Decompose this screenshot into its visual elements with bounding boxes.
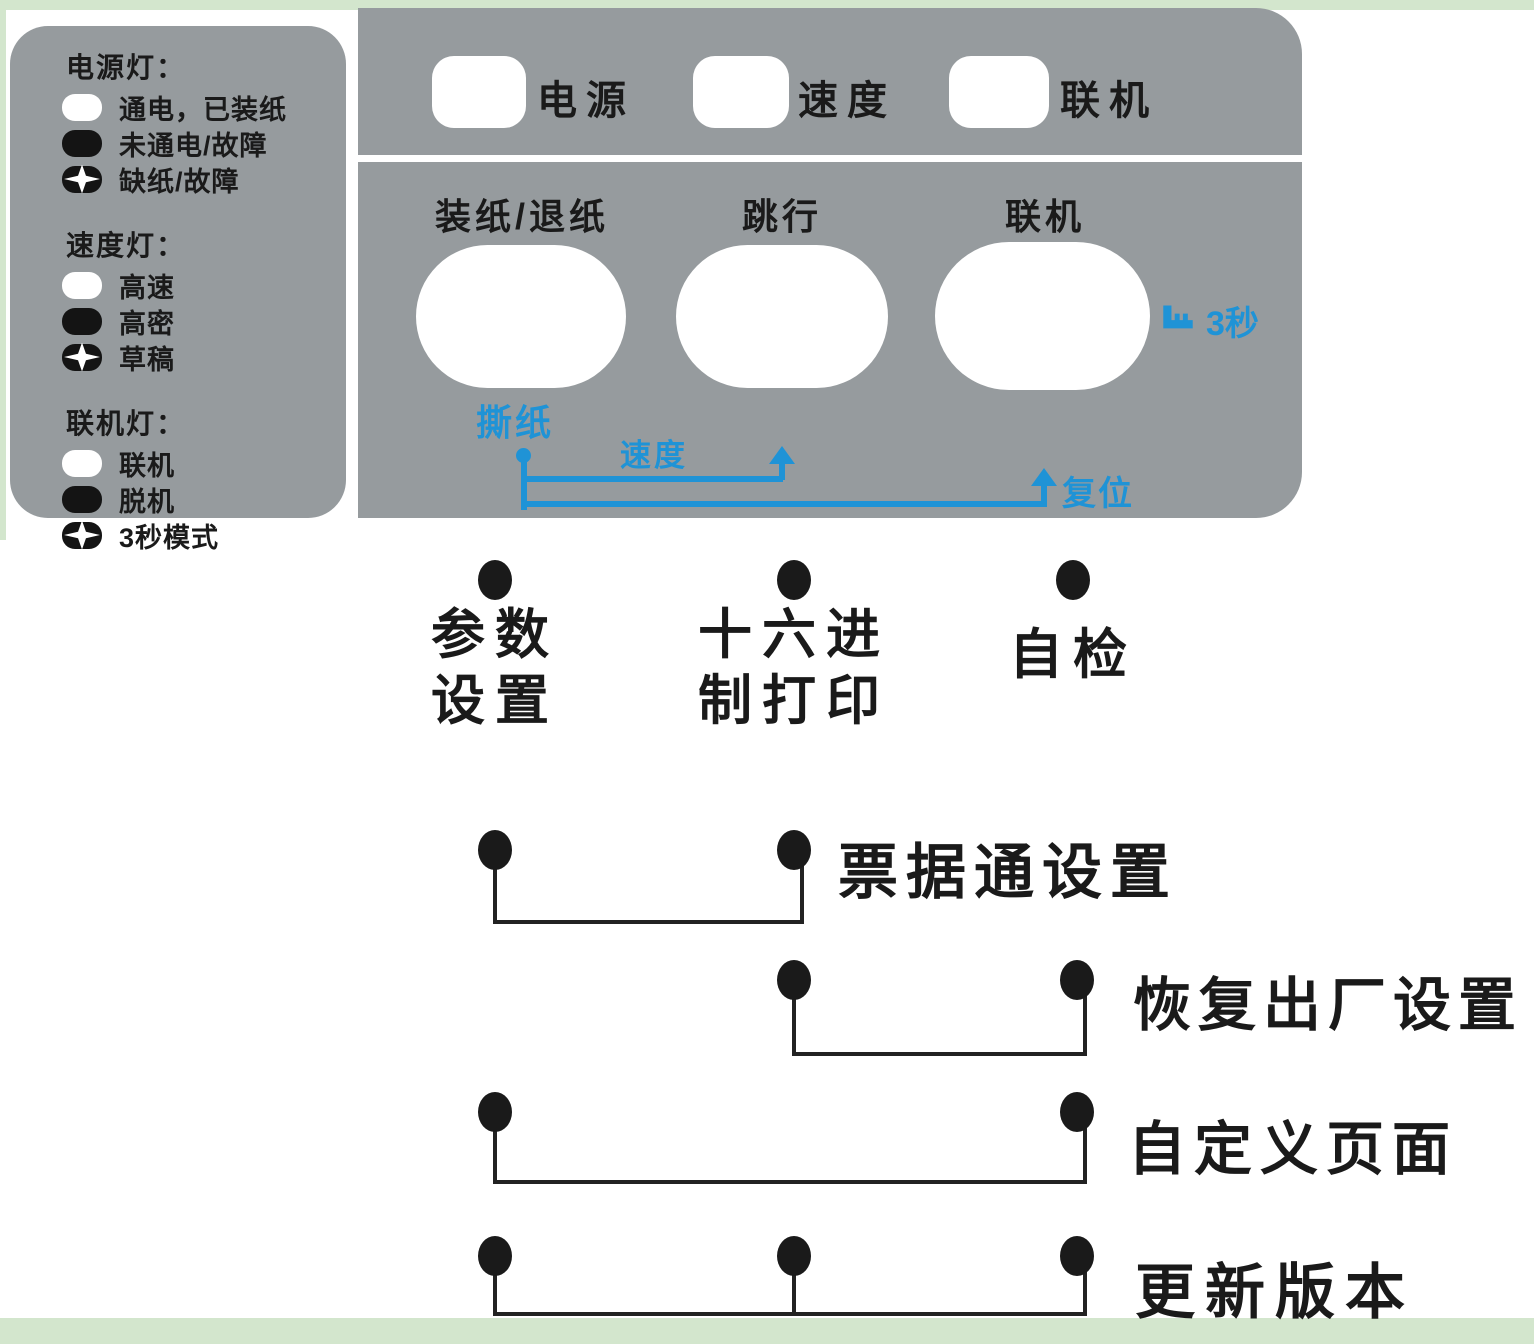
legend-item-label: 高速: [119, 272, 175, 303]
power-light-label: 电源: [537, 79, 635, 123]
combo-bracket: [493, 1256, 1087, 1316]
function-dot: [1060, 960, 1094, 1000]
legend-item-label: 草稿: [119, 344, 175, 375]
combo-bracket: [493, 1112, 1087, 1184]
connector-line: [1041, 484, 1047, 504]
online-light-label: 联机: [1060, 79, 1158, 123]
legend-item: 联机: [62, 448, 346, 481]
led-black-icon: [62, 129, 102, 157]
hold-3s-label: 3秒: [1206, 305, 1259, 343]
combo-label-update-firmware: 更新版本: [1135, 1259, 1415, 1326]
legend-item: 高密: [62, 306, 346, 339]
combo-label-factory-reset: 恢复出厂设置: [1133, 973, 1524, 1038]
led-black-icon: [62, 307, 102, 335]
legend-group-online: 联机灯： 联机 脱机 3秒模式: [10, 402, 346, 553]
speed-light: [693, 56, 789, 128]
legend-title-online: 联机灯：: [66, 408, 187, 439]
legend-item: 缺纸/故障: [62, 164, 346, 197]
panel-divider: [358, 155, 1302, 162]
led-white-icon: [62, 271, 102, 299]
led-blink-icon: [62, 343, 102, 371]
legend-item: 未通电/故障: [62, 128, 346, 161]
function-dot: [478, 830, 512, 870]
connector-line: [779, 460, 785, 480]
combo-bracket: [493, 850, 804, 924]
legend-item-label: 未通电/故障: [119, 130, 268, 161]
legend-title-power: 电源灯：: [66, 52, 187, 83]
led-white-icon: [62, 93, 102, 121]
green-border-top: [0, 0, 1534, 10]
led-blink-icon: [62, 521, 102, 549]
legend-item-label: 3秒模式: [119, 522, 220, 553]
speed-combo-label: 速度: [620, 438, 688, 473]
legend-group-speed: 速度灯： 高速 高密 草稿: [10, 224, 346, 375]
function-dot: [777, 560, 811, 600]
line-feed-button[interactable]: [676, 245, 888, 388]
legend-item: 草稿: [62, 342, 346, 375]
function-label-line: 制打印: [698, 671, 890, 731]
legend-item-label: 高密: [119, 308, 175, 339]
function-dot: [478, 1236, 512, 1276]
combo-bracket: [792, 980, 1087, 1056]
legend-item-label: 脱机: [119, 486, 175, 517]
legend-item-label: 缺纸/故障: [119, 166, 240, 197]
function-label-parameter-setup: 参数 设置: [385, 602, 605, 734]
legend-panel: 电源灯： 通电，已装纸 未通电/故障 缺纸/故障 速度灯： 高速 高密: [10, 26, 346, 553]
legend-item: 脱机: [62, 484, 346, 517]
function-dot: [1060, 1236, 1094, 1276]
legend-item: 3秒模式: [62, 520, 346, 553]
power-light: [432, 56, 526, 128]
legend-group-power: 电源灯： 通电，已装纸 未通电/故障 缺纸/故障: [10, 46, 346, 197]
line-feed-button-label: 跳行: [741, 196, 822, 237]
function-dot: [777, 830, 811, 870]
tear-off-label: 撕纸: [476, 402, 555, 443]
function-label-hex-print: 十六进 制打印: [664, 602, 924, 734]
green-border-bottom: [0, 1318, 1534, 1344]
function-dot: [478, 560, 512, 600]
connector-line: [521, 454, 527, 510]
function-label-line: 参数: [431, 605, 559, 665]
led-black-icon: [62, 485, 102, 513]
press-hold-icon: [1163, 305, 1193, 329]
control-panel: 电源 速度 联机 装纸/退纸 跳行 联机 3秒 撕纸 速度 复位: [358, 8, 1302, 518]
function-dot: [1056, 560, 1090, 600]
speed-light-label: 速度: [798, 79, 896, 123]
combo-label-receipt-setup: 票据通设置: [838, 839, 1178, 906]
combo-bracket-mid-line: [792, 1256, 796, 1312]
combo-label-custom-page: 自定义页面: [1128, 1117, 1459, 1182]
function-label-self-test: 自检: [963, 622, 1183, 688]
legend-item: 高速: [62, 270, 346, 303]
legend-title-speed: 速度灯：: [66, 230, 187, 261]
legend-item-label: 通电，已装纸: [119, 94, 287, 125]
function-label-line: 自检: [1009, 625, 1137, 685]
online-light: [949, 56, 1049, 128]
led-blink-icon: [62, 165, 102, 193]
online-button[interactable]: [935, 242, 1150, 390]
load-eject-button[interactable]: [416, 245, 626, 388]
function-label-line: 设置: [431, 671, 559, 731]
up-arrow-icon: [1031, 468, 1057, 486]
up-arrow-icon: [769, 446, 795, 464]
legend-item: 通电，已装纸: [62, 92, 346, 125]
led-white-icon: [62, 449, 102, 477]
function-dot: [478, 1092, 512, 1132]
reset-combo-label: 复位: [1062, 475, 1134, 513]
function-dot: [777, 960, 811, 1000]
connector-line: [521, 501, 1047, 507]
online-button-label: 联机: [1004, 196, 1085, 237]
function-label-line: 十六进: [698, 605, 890, 665]
function-dot: [777, 1236, 811, 1276]
green-border-left: [0, 0, 6, 540]
load-eject-button-label: 装纸/退纸: [434, 196, 609, 237]
function-dot: [1060, 1092, 1094, 1132]
legend-item-label: 联机: [119, 450, 175, 481]
connector-line: [521, 476, 783, 482]
